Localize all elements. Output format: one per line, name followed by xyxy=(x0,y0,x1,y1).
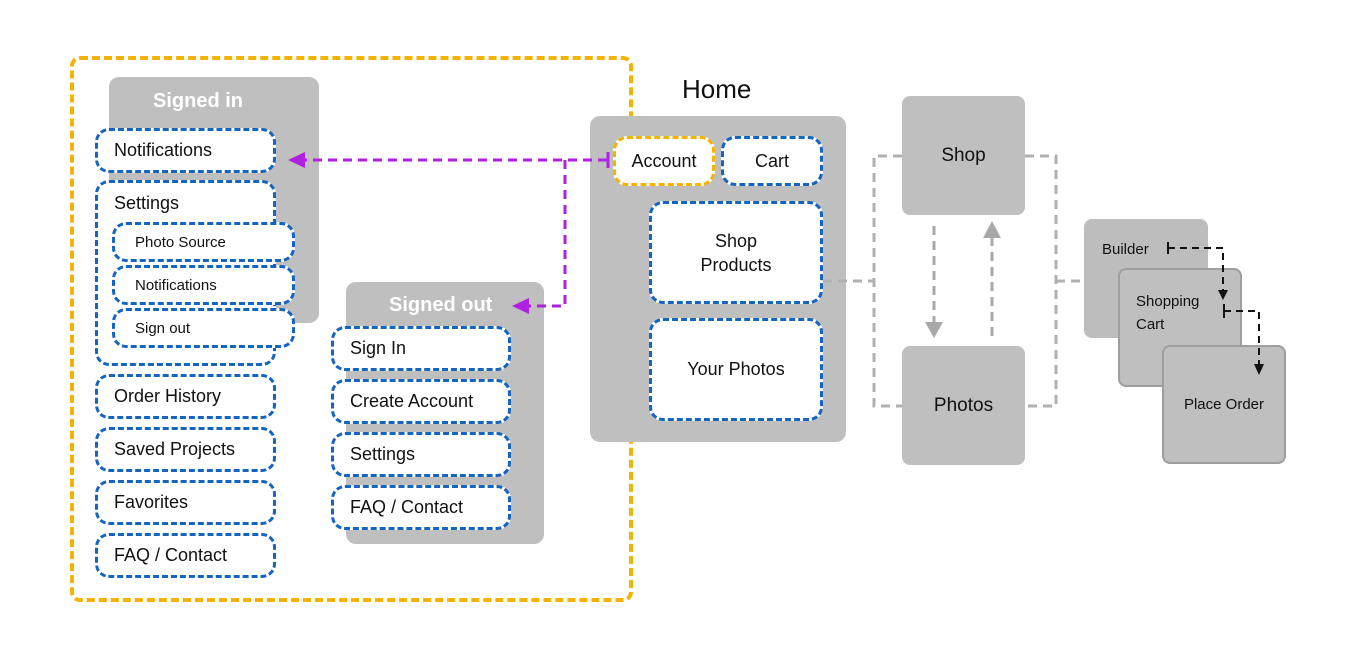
home-shop-products[interactable]: Shop Products xyxy=(649,201,823,304)
node-label: Photo Source xyxy=(135,233,226,251)
node-label: Order History xyxy=(114,386,222,406)
photos-screen[interactable]: Photos xyxy=(902,346,1025,465)
node-label: Shopping Cart xyxy=(1136,293,1200,333)
node-label: Sign In xyxy=(350,338,407,358)
arrowhead-icon xyxy=(925,322,943,338)
signed-in-notifications[interactable]: Notifications xyxy=(95,128,276,173)
node-label: Place Order xyxy=(1183,396,1265,413)
signed-in-order-history[interactable]: Order History xyxy=(95,374,276,419)
shop-screen[interactable]: Shop xyxy=(902,96,1025,215)
signed-out-title: Signed out xyxy=(389,294,493,316)
settings-sign-out[interactable]: Sign out xyxy=(112,308,295,348)
shop-to-photos-arrow xyxy=(925,226,943,338)
home-cart[interactable]: Cart xyxy=(721,136,823,186)
node-label: Cart xyxy=(754,150,789,171)
node-label: Notifications xyxy=(114,140,213,160)
signed-out-sign-in[interactable]: Sign In xyxy=(331,326,511,371)
node-label: FAQ / Contact xyxy=(350,497,464,517)
photos-to-shop-arrow xyxy=(983,221,1001,336)
settings-notifications[interactable]: Notifications xyxy=(112,265,295,305)
signed-in-favorites[interactable]: Favorites xyxy=(95,480,276,525)
node-label: Sign out xyxy=(135,319,191,337)
arrowhead-icon xyxy=(983,221,1001,238)
node-label: Shop Products xyxy=(700,230,772,275)
node-label: Photos xyxy=(933,394,994,416)
node-label: FAQ / Contact xyxy=(114,545,228,565)
node-label: Account xyxy=(631,150,697,171)
signed-in-faq-contact[interactable]: FAQ / Contact xyxy=(95,533,276,578)
signed-in-saved-projects[interactable]: Saved Projects xyxy=(95,427,276,472)
home-account[interactable]: Account xyxy=(613,136,715,186)
settings-photo-source[interactable]: Photo Source xyxy=(112,222,295,262)
signed-out-settings[interactable]: Settings xyxy=(331,432,511,477)
home-your-photos[interactable]: Your Photos xyxy=(649,318,823,421)
node-label: Builder xyxy=(1102,241,1149,258)
node-label: Favorites xyxy=(114,492,189,512)
node-label: Saved Projects xyxy=(114,439,236,459)
node-label: Settings xyxy=(114,193,180,213)
signed-in-title: Signed in xyxy=(153,90,243,112)
node-label: Settings xyxy=(350,444,416,464)
place-order-screen[interactable]: Place Order xyxy=(1162,345,1286,464)
home-title: Home xyxy=(682,74,752,104)
node-label: Shop xyxy=(941,144,986,166)
signed-out-faq-contact[interactable]: FAQ / Contact xyxy=(331,485,511,530)
node-label: Notifications xyxy=(135,276,217,294)
node-label: Create Account xyxy=(350,391,474,411)
signed-out-create-account[interactable]: Create Account xyxy=(331,379,511,424)
node-label: Your Photos xyxy=(687,359,785,379)
